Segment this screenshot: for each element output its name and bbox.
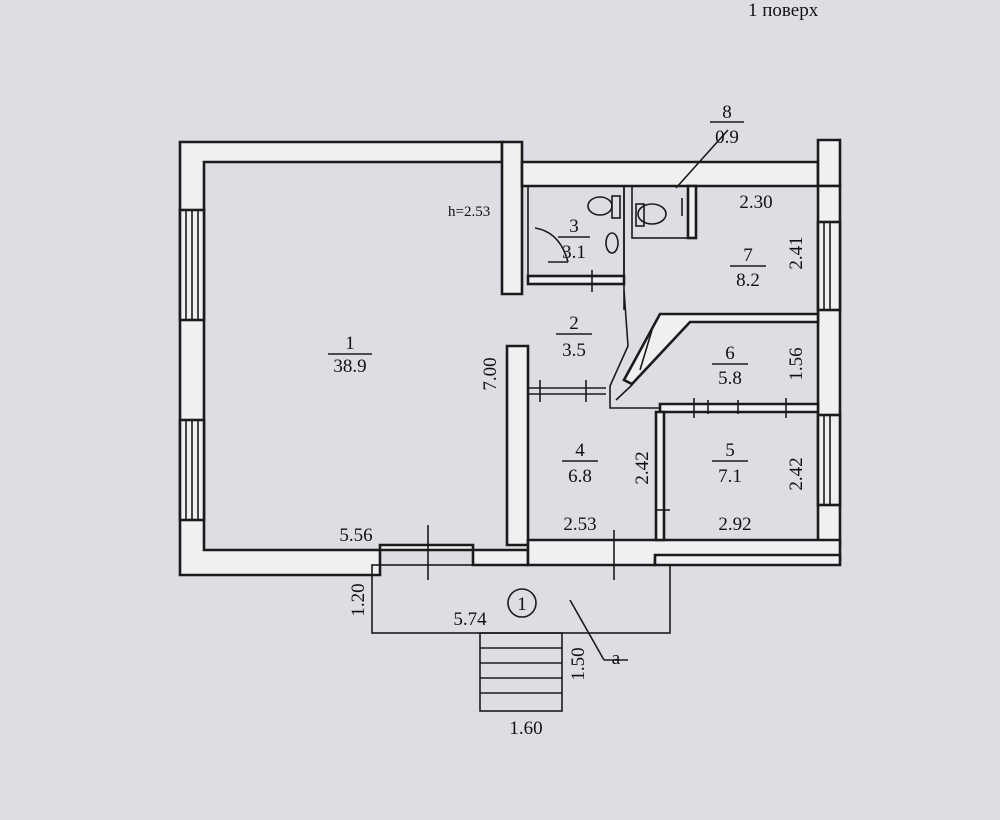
dim-room4-height: 2.42 [632,451,653,484]
dim-stairs-width: 1.60 [509,718,542,739]
room-2-corridor [528,186,660,409]
dim-room7-width: 2.30 [739,192,772,213]
room-8-number: 8 [722,102,732,123]
room-1-number: 1 [345,333,355,354]
room-6-area: 5.8 [718,368,742,389]
room-8-area: 0.9 [715,127,739,148]
room-8-toilet [631,129,729,240]
ceiling-height-label: h=2.53 [448,204,490,220]
room-4-5-partition [654,410,670,542]
room-2-number: 2 [569,313,579,334]
dim-porch-depth: 1.20 [348,583,369,616]
dim-room7-height: 2.41 [786,236,807,269]
dim-room5-width: 2.92 [718,514,751,535]
room-3-number: 3 [569,216,579,237]
dim-room1-width: 5.56 [339,525,372,546]
room-1-area: 38.9 [333,356,366,377]
room-3-area: 3.1 [562,242,586,263]
dim-room1-height: 7.00 [480,357,501,390]
porch-marker: 1 [517,594,527,615]
central-partition [378,140,530,567]
dim-room4-width: 2.53 [563,514,596,535]
dim-room6-height: 1.56 [786,347,807,380]
dim-stairs-depth: 1.50 [568,647,589,680]
bottom-right-walls [526,538,842,567]
window-room-7 [816,220,842,312]
dim-porch-width: 5.74 [453,609,487,630]
room-1-walls [178,140,504,577]
room-6-number: 6 [725,343,735,364]
room-7-number: 7 [743,245,753,266]
room-4-area: 6.8 [568,466,592,487]
room-7-area: 8.2 [736,270,760,291]
room-5-area: 7.1 [718,466,742,487]
room-6-walls [615,312,820,418]
floor-label: 1 поверх [748,0,819,21]
stairs [479,632,563,712]
top-right-walls [520,138,842,547]
dim-room5-height: 2.42 [786,457,807,490]
stairs-letter: a [612,648,621,669]
room-2-area: 3.5 [562,340,586,361]
room-4-number: 4 [575,440,585,461]
window-room-5 [816,413,842,507]
room-5-number: 5 [725,440,735,461]
